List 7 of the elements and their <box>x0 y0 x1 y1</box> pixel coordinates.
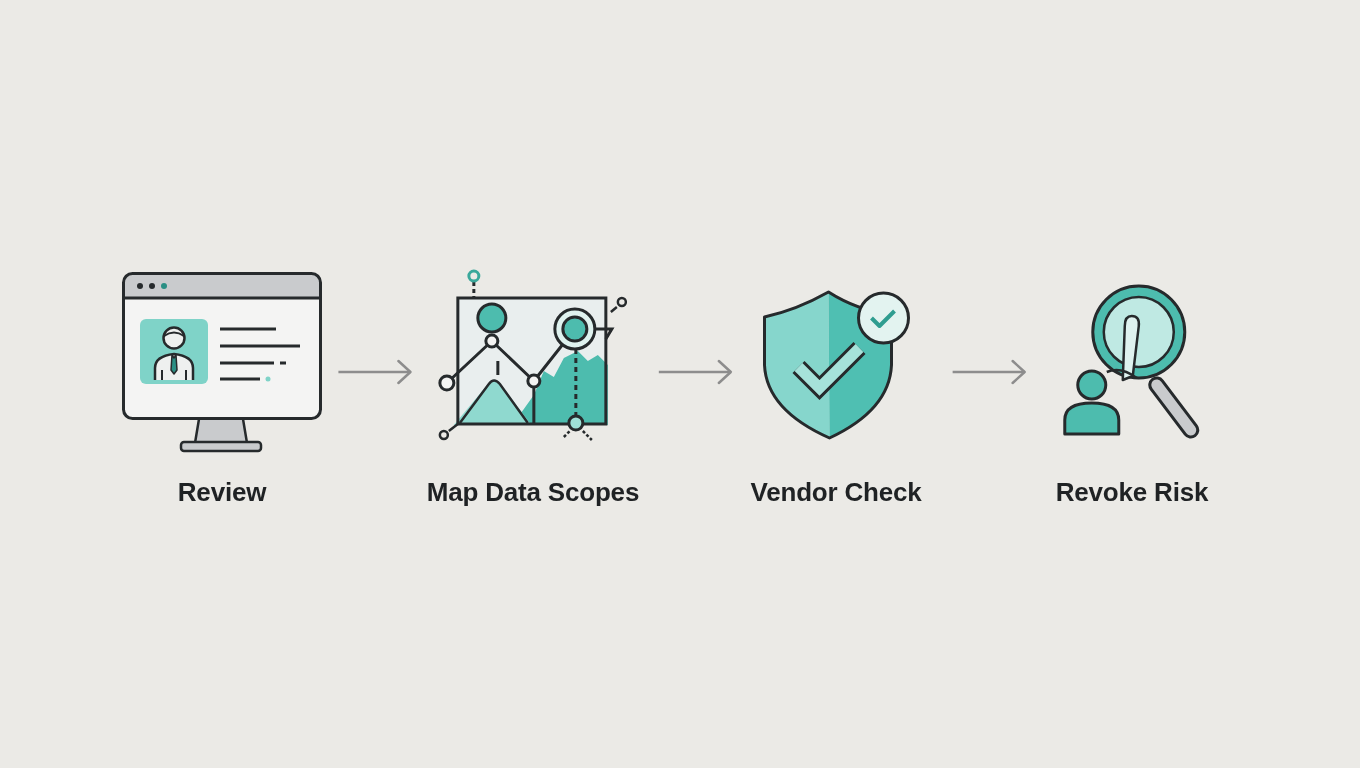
step-label: Revoke Risk <box>1055 477 1209 508</box>
arrow <box>658 359 733 385</box>
step-label: Review <box>177 477 267 508</box>
arrow <box>952 359 1026 385</box>
step-label: Vendor Check <box>750 477 922 508</box>
step-label: Map Data Scopes <box>426 477 640 508</box>
arrow <box>338 359 412 385</box>
